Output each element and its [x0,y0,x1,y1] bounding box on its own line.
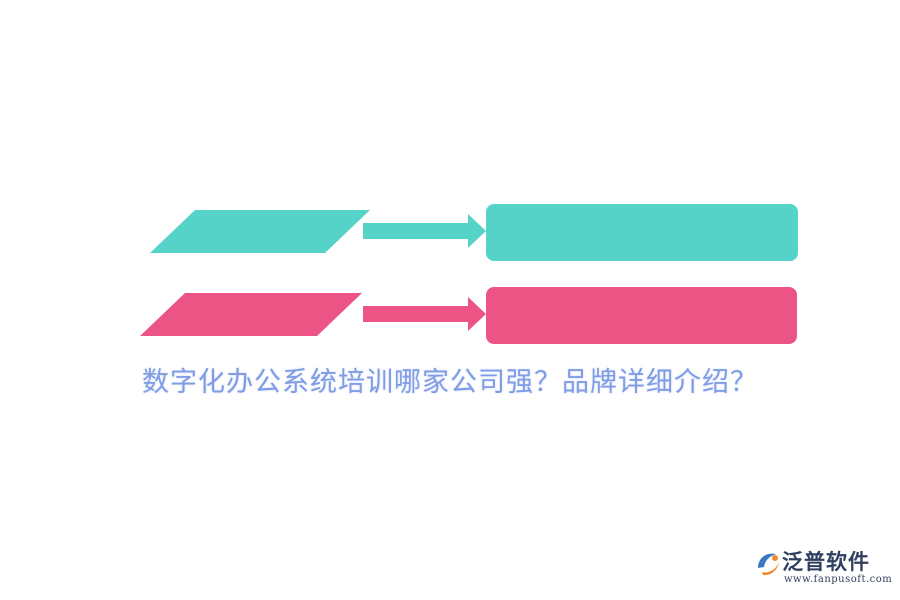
brand-name: 泛普软件 [782,550,870,574]
input-parallelogram-teal [150,210,370,253]
arrow-shaft-pink [363,306,470,322]
page-title: 数字化办公系统培训哪家公司强？品牌详细介绍？ [142,367,758,398]
input-parallelogram-pink [140,293,362,336]
arrow-shaft-teal [363,223,470,239]
result-box-teal [486,204,798,261]
result-box-pink [486,287,797,344]
brand-watermark: 泛普软件 www.fanpusoft.com [754,546,892,592]
brand-url: www.fanpusoft.com [784,574,893,585]
fanpu-logo-icon [758,553,779,576]
arrow-head-teal [468,214,486,248]
arrow-head-pink [468,297,486,331]
